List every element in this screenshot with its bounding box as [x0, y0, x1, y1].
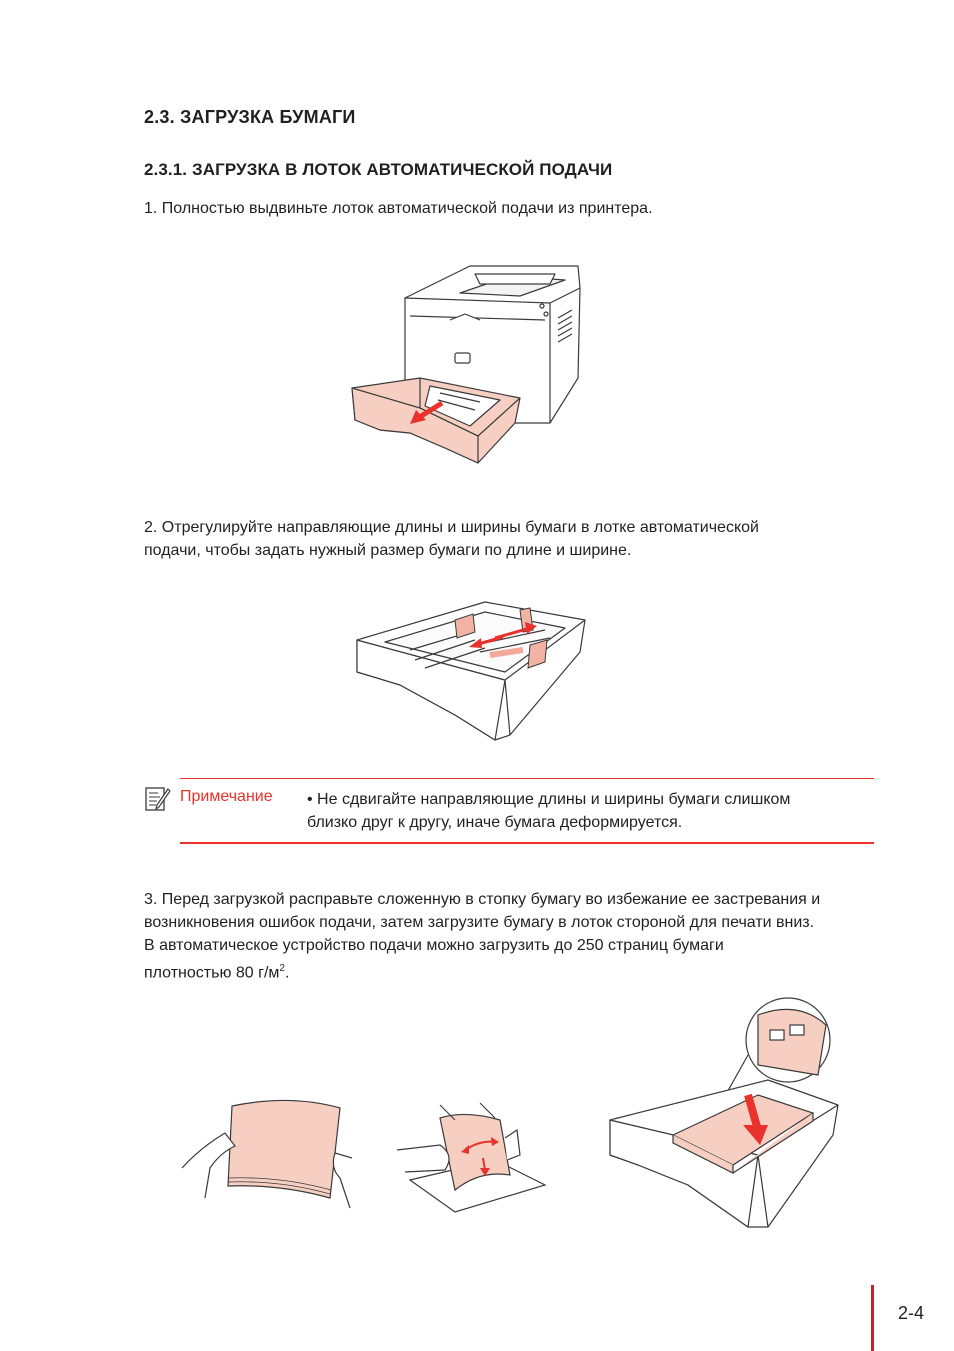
step-2-line-2: подачи, чтобы задать нужный размер бумаг…	[144, 542, 632, 559]
fan-paper-illustration	[181, 1099, 353, 1209]
note-text: • Не сдвигайте направляющие длины и шири…	[307, 788, 867, 834]
step-3-line-3: В автоматическое устройство подачи можно…	[144, 937, 724, 954]
step-3-text: 3. Перед загрузкой расправьте сложенную …	[144, 888, 884, 984]
step-1-text: 1. Полностью выдвиньте лоток автоматичес…	[144, 200, 653, 217]
step-3-line-4: плотностью 80 г/м2.	[144, 963, 290, 982]
page-marker-bar	[871, 1285, 874, 1351]
printer-tray-illustration	[351, 265, 581, 464]
note-line-2: близко друг к другу, иначе бумага деформ…	[307, 814, 683, 831]
flex-paper-illustration	[396, 1102, 547, 1213]
note-line-1: • Не сдвигайте направляющие длины и шири…	[307, 791, 791, 808]
note-top-rule	[180, 778, 874, 779]
page-number: 2-4	[898, 1303, 925, 1323]
step-3-line-1: 3. Перед загрузкой расправьте сложенную …	[144, 891, 821, 908]
note-bottom-rule	[180, 842, 874, 844]
subsection-title: 2.3.1. ЗАГРУЗКА В ЛОТОК АВТОМАТИЧЕСКОЙ П…	[144, 160, 613, 179]
step-3-line-2: возникновения ошибок подачи, затем загру…	[144, 914, 815, 931]
step-2-line-1: 2. Отрегулируйте направляющие длины и ши…	[144, 519, 759, 536]
tray-guides-illustration	[356, 601, 586, 741]
step-2-text: 2. Отрегулируйте направляющие длины и ши…	[144, 516, 884, 562]
note-icon	[145, 787, 171, 811]
section-title: 2.3. ЗАГРУЗКА БУМАГИ	[144, 107, 356, 127]
load-paper-illustration	[609, 997, 839, 1228]
note-label: Примечание	[180, 788, 273, 805]
